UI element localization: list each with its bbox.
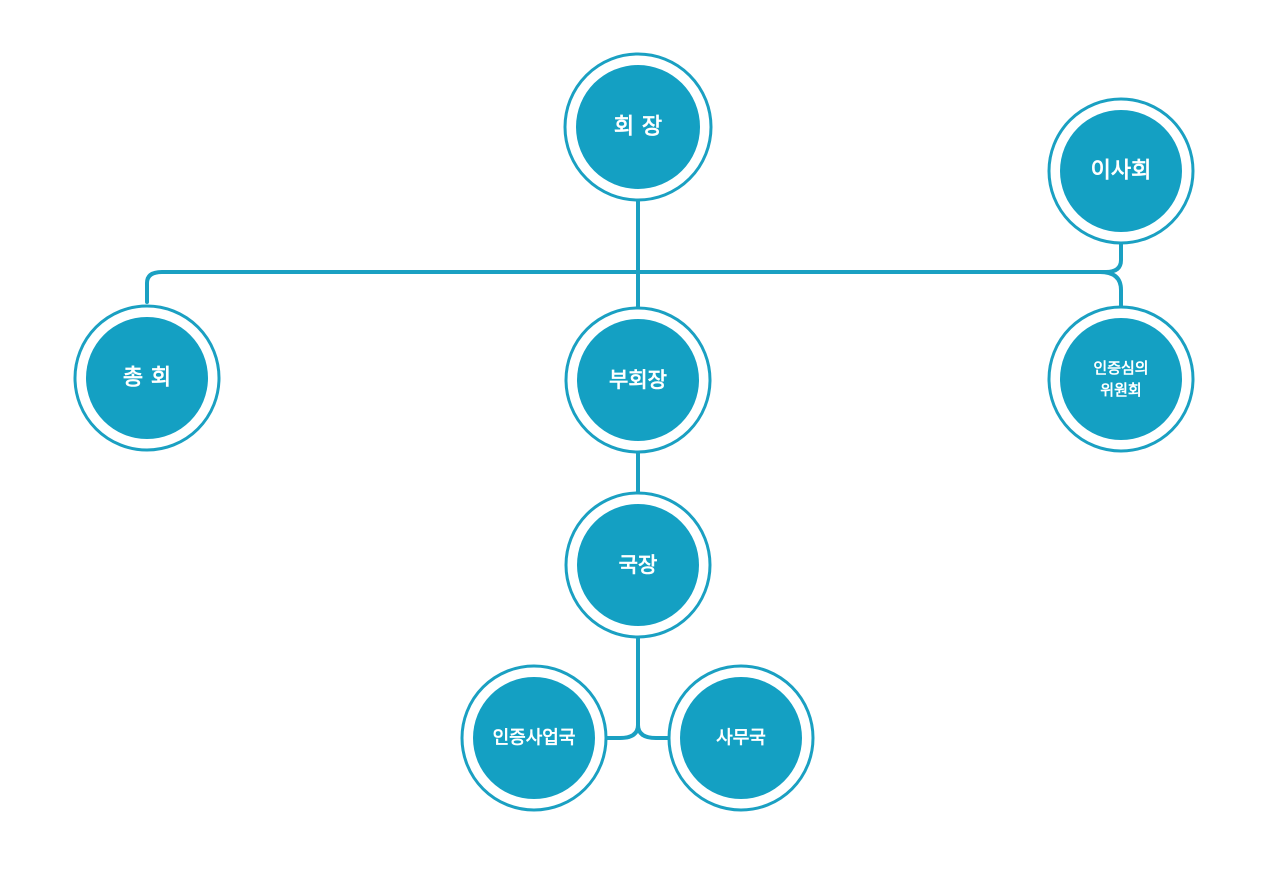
- node-certification-committee[interactable]: 인증심의 위원회: [1047, 305, 1195, 453]
- node-director[interactable]: 국장: [564, 491, 712, 639]
- node-general-assembly[interactable]: 총 회: [73, 304, 221, 452]
- node-certification-bureau-label: 인증사업국: [493, 728, 576, 749]
- node-vice-chairman-label: 부회장: [609, 368, 667, 392]
- node-certification-committee-label-line2: 위원회: [1100, 381, 1141, 399]
- connector-director-to-bureaus: [604, 634, 670, 740]
- node-chairman[interactable]: 회 장: [563, 52, 713, 202]
- node-director-label: 국장: [619, 553, 658, 577]
- node-general-assembly-label: 총 회: [123, 366, 171, 391]
- connectors: [145, 198, 1123, 740]
- node-certification-committee-label-line1: 인증심의: [1093, 359, 1148, 377]
- connector-to-certification-committee: [1098, 270, 1123, 309]
- connector-horizontal-trunk: [145, 241, 1123, 304]
- node-board[interactable]: 이사회: [1047, 97, 1195, 245]
- node-secretariat-label: 사무국: [716, 728, 766, 749]
- node-secretariat[interactable]: 사무국: [667, 664, 815, 812]
- node-vice-chairman[interactable]: 부회장: [564, 306, 712, 454]
- node-certification-bureau[interactable]: 인증사업국: [460, 664, 608, 812]
- node-board-label: 이사회: [1091, 159, 1152, 184]
- node-chairman-label: 회 장: [614, 115, 662, 140]
